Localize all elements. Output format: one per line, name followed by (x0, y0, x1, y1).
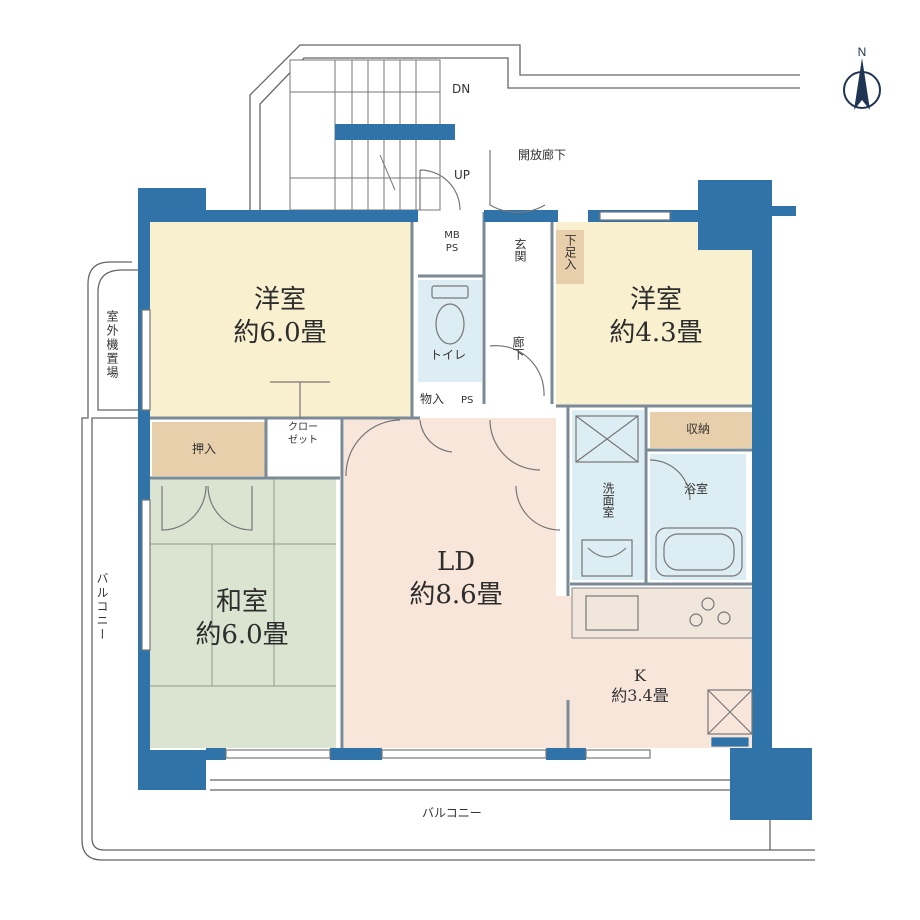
balcony-bottom-label: バルコニー (422, 806, 482, 820)
tatami-lines (150, 478, 336, 687)
japanese-room-size: 約6.0畳 (195, 619, 289, 650)
room-western-2 (556, 222, 752, 406)
room-bath (650, 454, 746, 580)
entrance-label: 玄関 (513, 238, 527, 262)
japanese-room-name: 和室 (215, 587, 268, 617)
mb-ps-box (424, 222, 480, 270)
living-dining-size: 約8.6畳 (409, 579, 503, 610)
storage-small-label: 物入 (420, 392, 445, 406)
living-dining-label: LD 約8.6畳 (396, 546, 516, 611)
closet-line-1: クロー (288, 422, 318, 433)
room-japanese (150, 478, 336, 748)
toilet-label: トイレ (430, 348, 467, 362)
storage-shoe (556, 230, 584, 284)
storage-closet (270, 420, 336, 456)
western-room-2-name: 洋室 (629, 285, 682, 315)
stairs-down-label: DN (452, 82, 471, 96)
stair-landing-bar (335, 124, 455, 140)
shoe-storage-label: 下足入 (563, 234, 577, 270)
closet-label: クロー ゼット (276, 422, 330, 447)
fixtures (431, 285, 753, 747)
room-fills (150, 222, 761, 748)
ac-unit-area-label: 室外機置場 (105, 310, 119, 380)
mb-label: MB (444, 230, 460, 241)
storage-kitchen (650, 412, 752, 448)
stairs-up-label: UP (454, 168, 471, 182)
open-corridor-label: 開放廊下 (518, 148, 567, 162)
outer-walls (138, 180, 812, 820)
storage-small (418, 388, 454, 416)
western-room-1-size: 約6.0畳 (233, 317, 327, 348)
japanese-room-label: 和室 約6.0畳 (182, 586, 302, 651)
living-dining-name: LD (436, 547, 476, 577)
oshiire-label: 押入 (192, 442, 217, 456)
north-compass-icon: N (843, 45, 881, 110)
doors (161, 150, 691, 531)
storage-oshiire (152, 422, 266, 476)
kitchen-label: K 約3.4畳 (590, 666, 690, 706)
mb-ps-label: MB PS (438, 230, 466, 255)
interior-walls (150, 212, 752, 748)
balcony-side-label: バルコニー (95, 572, 109, 642)
bathroom-label: 浴室 (684, 482, 709, 496)
corridor-label: 廊下 (511, 336, 525, 360)
kitchen-size: 約3.4畳 (611, 686, 669, 705)
washroom-label: 洗面室 (601, 482, 615, 518)
western-room-2-size: 約4.3畳 (609, 317, 703, 348)
storage-kitchen-label: 収納 (686, 422, 711, 436)
western-room-1-label: 洋室 約6.0畳 (220, 284, 340, 349)
kitchen-name: K (634, 666, 646, 685)
room-entrance (486, 222, 552, 286)
room-living (344, 418, 568, 748)
western-room-2-label: 洋室 約4.3畳 (596, 284, 716, 349)
western-room-1-name: 洋室 (253, 285, 306, 315)
closet-line-2: ゼット (288, 434, 318, 446)
storage-ps (458, 388, 480, 416)
room-western-1 (150, 222, 412, 418)
room-toilet (418, 280, 482, 382)
compass-north-label: N (858, 45, 867, 59)
mb-ps-sub-label: PS (445, 242, 459, 254)
windows (141, 211, 671, 759)
pipe-space-label: PS (461, 395, 474, 406)
outdoor-outline (81, 44, 815, 861)
